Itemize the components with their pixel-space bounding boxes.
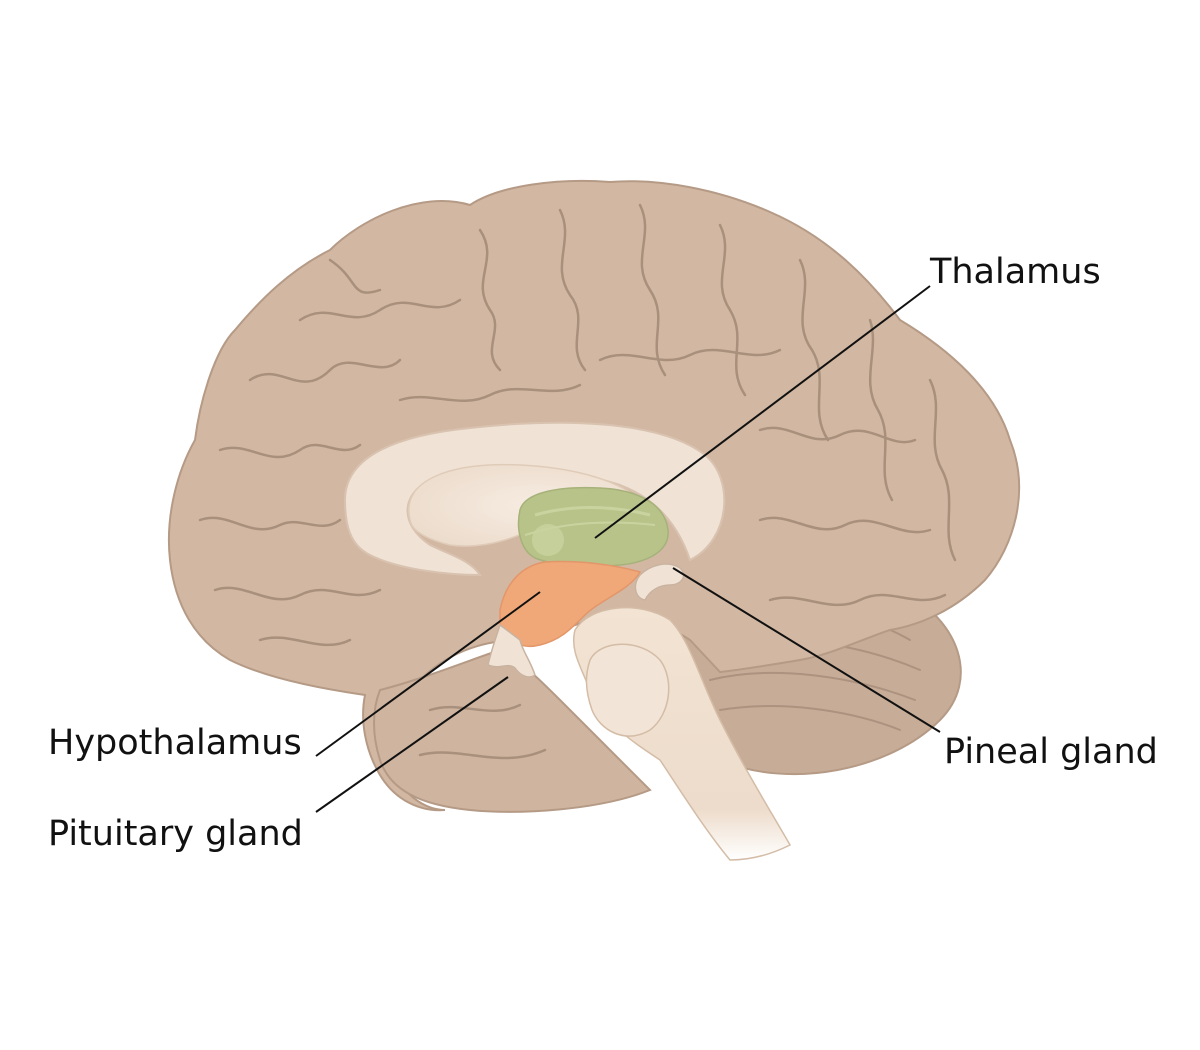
corpus-callosum: [343, 421, 726, 577]
leader-lines: [315, 285, 941, 813]
hypothalamus-label: Hypothalamus: [48, 723, 302, 763]
pituitary-shape: [487, 623, 536, 678]
leader-line-pituitary: [315, 676, 509, 813]
leader-line-thalamus: [594, 285, 931, 539]
leader-line-hypothalamus: [315, 591, 541, 757]
leader-line-pineal: [672, 567, 941, 733]
pituitary-gland-label: Pituitary gland: [48, 814, 303, 854]
interthalamic-adhesion: [532, 524, 564, 556]
pineal-gland-label: Pineal gland: [944, 732, 1158, 772]
pineal-shape: [634, 563, 685, 601]
pons: [585, 643, 670, 737]
hypothalamus-shape: [499, 560, 642, 647]
cortex-sulci: [198, 203, 957, 760]
thalamus-label: Thalamus: [930, 252, 1101, 292]
